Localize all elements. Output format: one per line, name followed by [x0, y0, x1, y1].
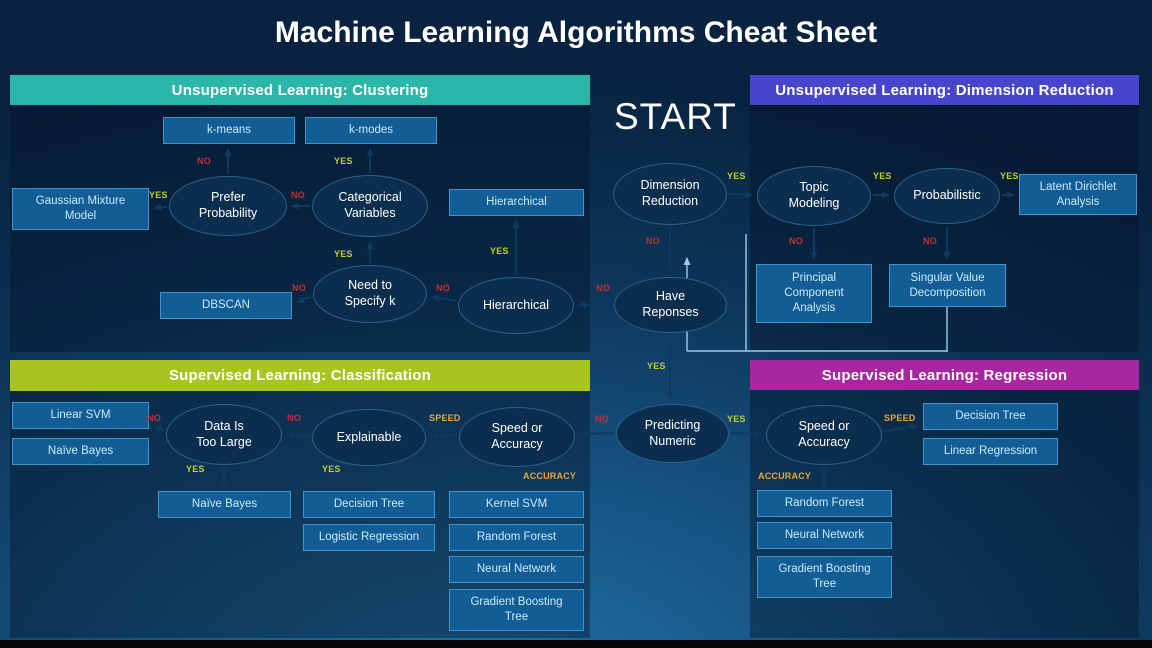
edge-label-no: NO — [147, 413, 161, 423]
node-neural-network-regression: Neural Network — [757, 522, 892, 549]
edge-label-no: NO — [436, 283, 450, 293]
edge-label-yes: YES — [1000, 171, 1019, 181]
node-explainable: Explainable — [312, 409, 426, 466]
node-decision-tree-regression: Decision Tree — [923, 403, 1058, 430]
edge-label-no: NO — [287, 413, 301, 423]
page-title: Machine Learning Algorithms Cheat Sheet — [274, 16, 878, 49]
edge-label-speed: SPEED — [884, 413, 916, 423]
edge-label-yes: YES — [727, 171, 746, 181]
node-probabilistic: Probabilistic — [894, 168, 1000, 224]
edge-label-no: NO — [646, 236, 660, 246]
bottom-bar — [0, 640, 1152, 648]
edge-label-yes: YES — [334, 249, 353, 259]
node-linear-regression: Linear Regression — [923, 438, 1058, 465]
node-gradient-boosting-tree-regression: Gradient Boosting Tree — [757, 556, 892, 598]
section-header-regression: Supervised Learning: Regression — [750, 360, 1139, 390]
edge-label-no: NO — [292, 283, 306, 293]
edge-label-accuracy: ACCURACY — [523, 471, 577, 481]
node-data-is-too-large: Data Is Too Large — [166, 404, 282, 465]
edge-label-yes: YES — [873, 171, 892, 181]
node-hierarchical-box: Hierarchical — [449, 189, 584, 216]
node-predicting-numeric: Predicting Numeric — [616, 404, 729, 463]
edge-label-no: NO — [197, 156, 211, 166]
node-logistic-regression: Logistic Regression — [303, 524, 435, 551]
node-decision-tree-classification: Decision Tree — [303, 491, 435, 518]
edge-label-yes: YES — [727, 414, 746, 424]
node-gaussian-mixture-model: Gaussian Mixture Model — [12, 188, 149, 230]
edge-label-no: NO — [789, 236, 803, 246]
section-header-classification: Supervised Learning: Classification — [10, 360, 590, 391]
node-topic-modeling: Topic Modeling — [757, 166, 871, 226]
node-random-forest-regression: Random Forest — [757, 490, 892, 517]
edge-label-yes: YES — [322, 464, 341, 474]
edge-label-speed: SPEED — [429, 413, 461, 423]
edge-label-accuracy: ACCURACY — [758, 471, 812, 481]
node-kernel-svm: Kernel SVM — [449, 491, 584, 518]
node-dimension-reduction: Dimension Reduction — [613, 163, 727, 225]
edge-label-no: NO — [923, 236, 937, 246]
node-latent-dirichlet-analysis: Latent Dirichlet Analysis — [1019, 174, 1137, 215]
arrow-dimension-reduction-to-topic-modeling — [728, 191, 753, 199]
node-singular-value-decomposition: Singular Value Decomposition — [889, 264, 1006, 307]
node-speed-or-accuracy-classification: Speed or Accuracy — [459, 407, 575, 467]
edge-label-yes: YES — [186, 464, 205, 474]
edge-label-yes: YES — [149, 190, 168, 200]
node-naive-bayes: Naïve Bayes — [158, 491, 291, 518]
node-principal-component-analysis: Principal Component Analysis — [756, 264, 872, 323]
node-gradient-boosting-tree-classification: Gradient Boosting Tree — [449, 589, 584, 631]
node-have-responses: Have Reponses — [614, 277, 727, 333]
node-linear-svm: Linear SVM — [12, 402, 149, 429]
edge-label-yes: YES — [334, 156, 353, 166]
edge-label-no: NO — [595, 414, 609, 424]
edge-label-no: NO — [291, 190, 305, 200]
edge-label-yes: YES — [647, 361, 666, 371]
node-neural-network-classification: Neural Network — [449, 556, 584, 583]
section-header-dimension-reduction: Unsupervised Learning: Dimension Reducti… — [750, 75, 1139, 105]
node-prefer-probability: Prefer Probability — [169, 176, 287, 236]
node-k-means: k-means — [163, 117, 295, 144]
edge-label-yes: YES — [490, 246, 509, 256]
edge-label-no: NO — [596, 283, 610, 293]
node-speed-or-accuracy-regression: Speed or Accuracy — [766, 405, 882, 465]
node-naive-bayes-left: Naïve Bayes — [12, 438, 149, 465]
node-need-to-specify-k: Need to Specify k — [313, 265, 427, 323]
node-k-modes: k-modes — [305, 117, 437, 144]
node-hierarchical: Hierarchical — [458, 277, 574, 334]
section-header-clustering: Unsupervised Learning: Clustering — [10, 75, 590, 105]
node-dbscan: DBSCAN — [160, 292, 292, 319]
start-label: START — [614, 96, 737, 137]
node-categorical-variables: Categorical Variables — [312, 175, 428, 237]
node-random-forest-classification: Random Forest — [449, 524, 584, 551]
